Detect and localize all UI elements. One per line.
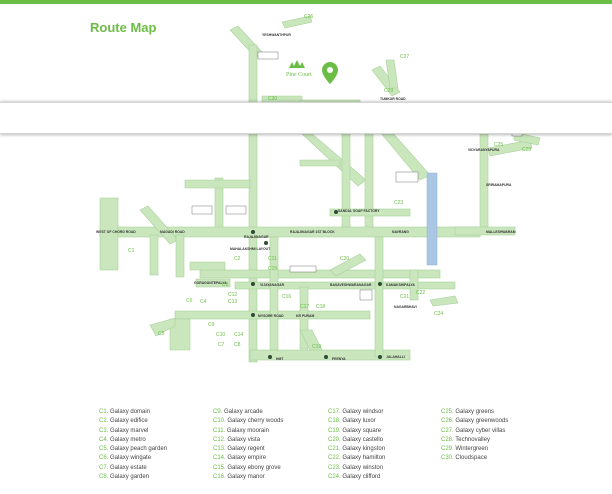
marker-c24: C24: [434, 311, 443, 317]
legend-item: C21. Galaxy kingston: [328, 446, 386, 453]
label-mysore-road: MYSORE ROAD: [258, 314, 284, 318]
marker-c4: C4: [200, 299, 207, 305]
legend-item: C7. Galaxy estate: [99, 464, 147, 471]
label-jalahalli: JALAHALLI: [386, 355, 405, 359]
legend-item: C23. Galaxy winston: [328, 464, 384, 471]
label-mahalakshmi: MAHALAKSHMI LAYOUT: [230, 247, 271, 251]
legend-item: C2. Galaxy edifice: [99, 418, 148, 425]
legend-item: C6. Galaxy wingate: [99, 455, 152, 462]
location-pin-icon[interactable]: [322, 62, 338, 84]
label-rajajinagar: RAJAJINAGAR: [244, 235, 269, 239]
marker-c7: C7: [218, 342, 225, 348]
legend-item: C9. Galaxy arcade: [213, 409, 263, 415]
map-fold-band: [0, 102, 612, 134]
marker-c29: C29: [384, 88, 393, 94]
legend-item: C5. Galaxy peach garden: [99, 446, 168, 453]
legend-item: C8. Galaxy garden: [99, 474, 150, 481]
legend-item: C10. Galaxy cherry woods: [213, 418, 284, 425]
marker-c21: C21: [400, 294, 409, 300]
map-road-labels: WEST OF CHORD ROAD MAGADI ROAD RAJAJINAG…: [96, 33, 516, 361]
label-goraguntepalya: GORAGUNTEPALYA: [194, 281, 227, 285]
marker-c5: C5: [158, 331, 165, 337]
marker-c12: C12: [228, 292, 237, 298]
marker-c8: C8: [234, 342, 241, 348]
legend-item: C14. Galaxy empire: [213, 455, 267, 462]
marker-c26: C26: [304, 14, 313, 20]
legend-item: C27. Galaxy cyber villas: [441, 427, 506, 434]
legend-item: C17. Galaxy windsor: [328, 409, 384, 415]
legend-item: C15. Galaxy ebony grove: [213, 464, 281, 471]
marker-c18: C18: [316, 304, 325, 310]
marker-c11: C11: [268, 256, 277, 262]
marker-c9: C9: [208, 322, 215, 328]
marker-c6: C6: [186, 298, 193, 304]
tree-logo-icon: [289, 60, 305, 68]
legend-item: C26. Galaxy greenwoods: [441, 418, 509, 425]
junction-markers: [251, 210, 382, 359]
road-network: [99, 15, 541, 363]
label-nagarbhavi: NAGARBHAVI: [394, 305, 417, 309]
marker-c28: C28: [522, 147, 531, 153]
label-west-of-chord: WEST OF CHORD ROAD: [96, 230, 136, 234]
marker-c2: C2: [234, 256, 241, 262]
top-accent-bar: [0, 0, 612, 4]
legend-item: C16. Galaxy manor: [213, 474, 265, 481]
legend-item: C24. Galaxy clifford: [328, 474, 381, 481]
legend-column-4: C25. Galaxy greens C26. Galaxy greenwood…: [441, 408, 508, 464]
canal-water: [426, 172, 438, 266]
project-logo: Pine Court: [286, 60, 312, 78]
legend-item: C18. Galaxy luxor: [328, 418, 376, 425]
label-vijayanagar: VIJAYANAGAR: [260, 283, 285, 287]
legend-item: C1. Galaxy domain: [99, 409, 151, 415]
legend-item: C13. Galaxy regent: [213, 446, 265, 453]
marker-c22: C22: [416, 290, 425, 296]
marker-c10: C10: [216, 332, 225, 338]
legend-column-2: C9. Galaxy arcade C10. Galaxy cherry woo…: [213, 408, 283, 482]
label-malleshwaram: MALLESHWARAM: [486, 230, 516, 234]
label-magadi-road: MAGADI ROAD: [160, 230, 185, 234]
marker-c3: C3: [222, 282, 229, 288]
legend-item: C22. Galaxy hamilton: [328, 455, 386, 462]
marker-c27: C27: [400, 54, 409, 60]
marker-c25: C25: [494, 142, 503, 148]
marker-c14: C14: [234, 332, 243, 338]
label-navrang: NAVRANG: [392, 230, 409, 234]
label-hmt: HMT: [276, 357, 284, 361]
page-title: Route Map: [90, 20, 157, 35]
label-sandal-soap-factory: SANDAL SOAP FACTORY: [338, 209, 380, 213]
legend-item: C4. Galaxy metro: [99, 436, 146, 443]
legend-item: C30. Cloudspace: [441, 455, 488, 462]
marker-c16: C16: [282, 294, 291, 300]
legend-item: C20. Galaxy castello: [328, 436, 384, 443]
label-yeshwanthpur: YESHWANTHPUR: [262, 33, 291, 37]
legend-item: C12. Galaxy vista: [213, 436, 261, 443]
legend-item: C19. Galaxy square: [328, 427, 382, 434]
legend-item: C28. Technovalley: [441, 436, 490, 443]
marker-c19: C19: [312, 344, 321, 350]
label-sriramapura: SRIRAMAPURA: [486, 183, 512, 187]
logo-text: Pine Court: [286, 72, 312, 78]
marker-c30: C30: [268, 96, 277, 102]
marker-c13: C13: [228, 299, 237, 305]
marker-c1: C1: [128, 248, 135, 254]
label-vidyaranyapura: VIDYARANYAPURA: [468, 148, 500, 152]
project-markers: C1 C2 C3 C4 C5 C6 C7 C8 C9 C10 C11 C12 C…: [128, 14, 531, 350]
label-kr-puram: KR PURAM: [296, 314, 314, 318]
legend-item: C11. Galaxy moorain: [213, 427, 269, 434]
label-kamakshipalya: KAMAKSHIPALYA: [386, 283, 415, 287]
label-tumkur-road: TUMKUR ROAD: [380, 97, 406, 101]
marker-c17: C17: [300, 304, 309, 310]
legend-column-3: C17. Galaxy windsor C18. Galaxy luxor C1…: [328, 408, 385, 482]
label-rajajinagar-1st: RAJAJINAGAR 1ST BLOCK: [290, 230, 335, 234]
marker-c23: C23: [394, 200, 403, 206]
legend-column-1: C1. Galaxy domain C2. Galaxy edifice C3.…: [99, 408, 167, 482]
legend-item: C29. Wintergreen: [441, 446, 489, 453]
marker-c20: C20: [340, 256, 349, 262]
marker-c15: C15: [268, 266, 277, 272]
legend-item: C25. Galaxy greens: [441, 409, 495, 415]
label-basaveshwaranagar: BASAVESHWARANAGAR: [330, 283, 372, 287]
label-peenya: PEENYA: [332, 357, 346, 361]
legend-item: C3. Galaxy marvel: [99, 427, 149, 434]
